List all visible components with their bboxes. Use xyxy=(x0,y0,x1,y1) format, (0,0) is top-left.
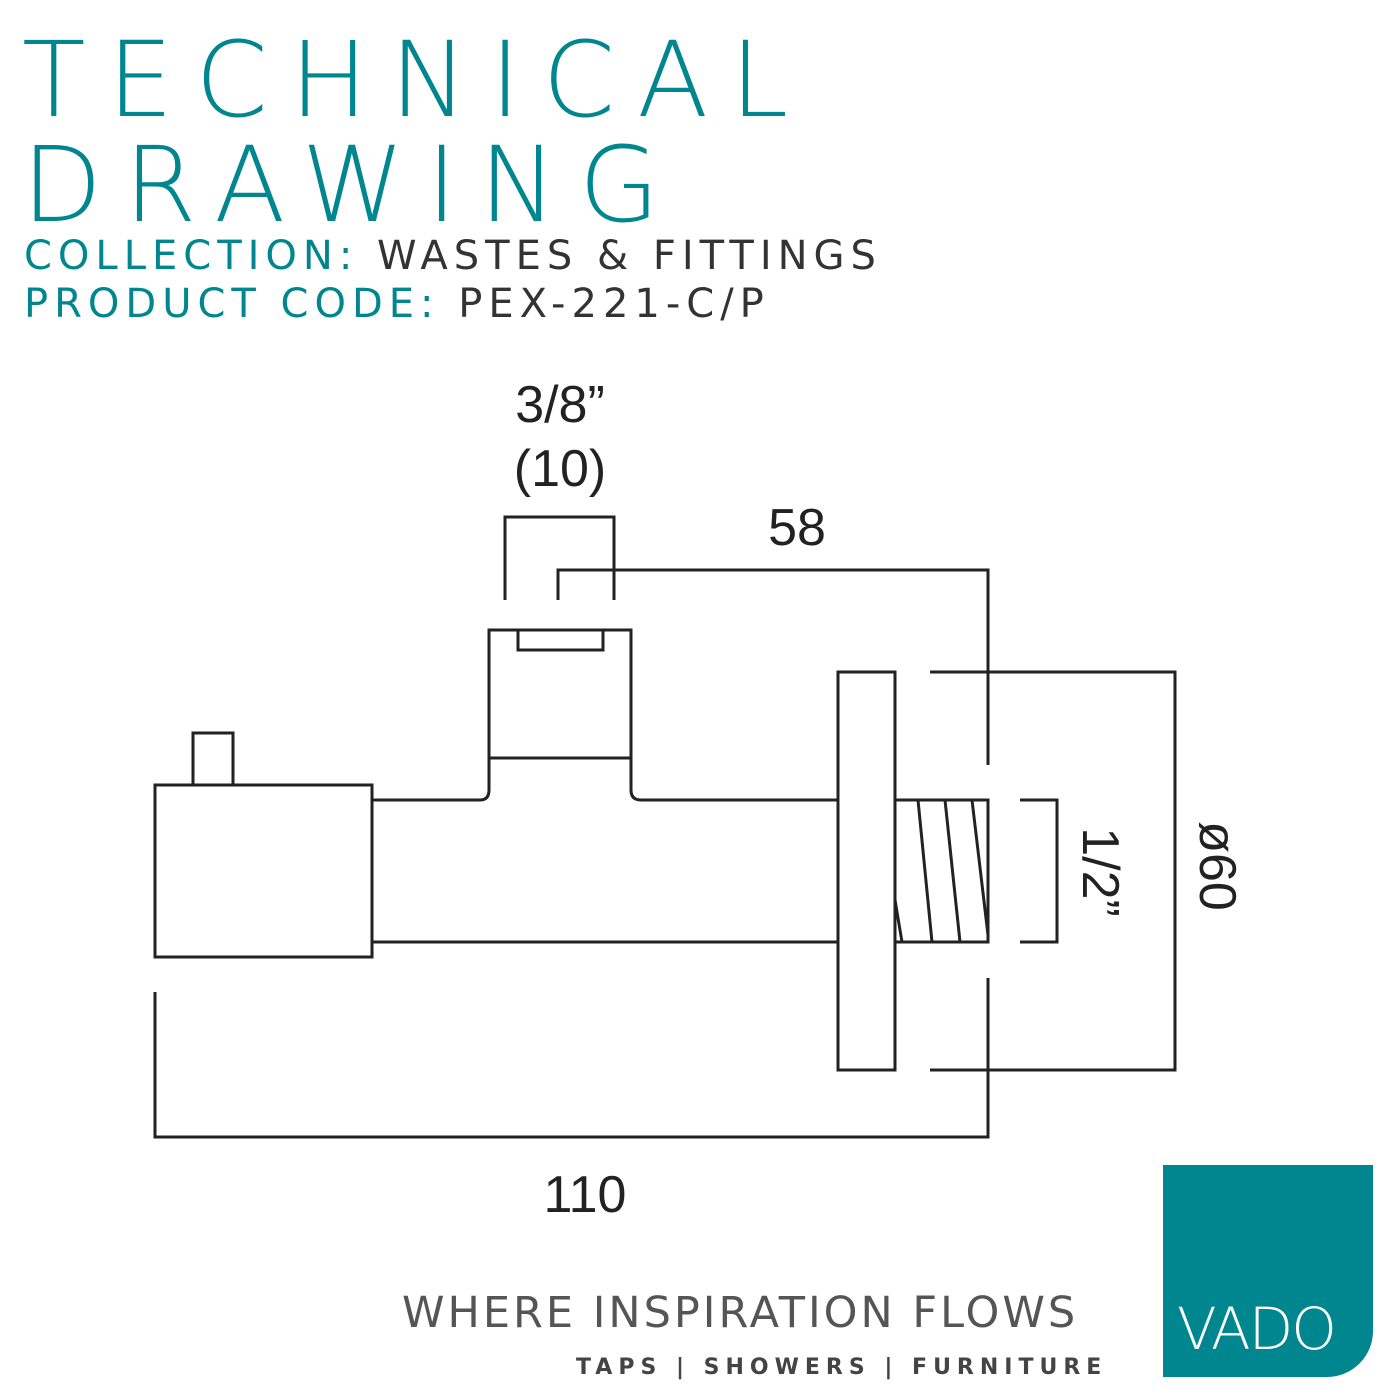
dim-inlet-bracket xyxy=(503,515,616,600)
product-code-label: PRODUCT CODE: xyxy=(24,281,440,327)
dim-thread-label: 1/2” xyxy=(1071,827,1129,917)
thread-lines xyxy=(893,799,990,943)
handle-body xyxy=(153,783,374,959)
collection-value: WASTES & FITTINGS xyxy=(377,233,882,279)
dim-flange-line xyxy=(930,670,1177,1072)
dim-inlet-mm-label: (10) xyxy=(514,440,606,498)
title-line-1: TECHNICAL xyxy=(22,19,811,141)
dim-length-line xyxy=(153,978,990,1139)
tagline: WHERE INSPIRATION FLOWS xyxy=(402,1288,1079,1338)
valve-body xyxy=(372,628,838,944)
product-code-value: PEX-221-C/P xyxy=(458,281,770,327)
product-categories: TAPS | SHOWERS | FURNITURE xyxy=(576,1355,1108,1380)
dim-depth-label: 58 xyxy=(768,499,826,557)
dim-inlet-label: 3/8” xyxy=(515,376,605,434)
logo-text: VADO xyxy=(1177,1295,1337,1363)
title-line-2: DRAWING xyxy=(22,124,682,246)
thread xyxy=(893,798,990,944)
wall-flange xyxy=(836,670,897,1072)
product-code-row: PRODUCT CODE: PEX-221-C/P xyxy=(24,284,770,324)
dim-flange-label: ø60 xyxy=(1188,821,1246,911)
dim-thread-bracket xyxy=(1020,798,1059,944)
collection-label: COLLECTION: xyxy=(24,233,359,279)
collection-row: COLLECTION: WASTES & FITTINGS xyxy=(24,236,882,276)
dim-depth-line xyxy=(556,568,990,765)
dim-length-label: 110 xyxy=(544,1166,627,1224)
outlet-slot xyxy=(516,628,605,652)
vado-logo: VADO xyxy=(1163,1165,1373,1377)
handle-stub xyxy=(191,731,235,787)
